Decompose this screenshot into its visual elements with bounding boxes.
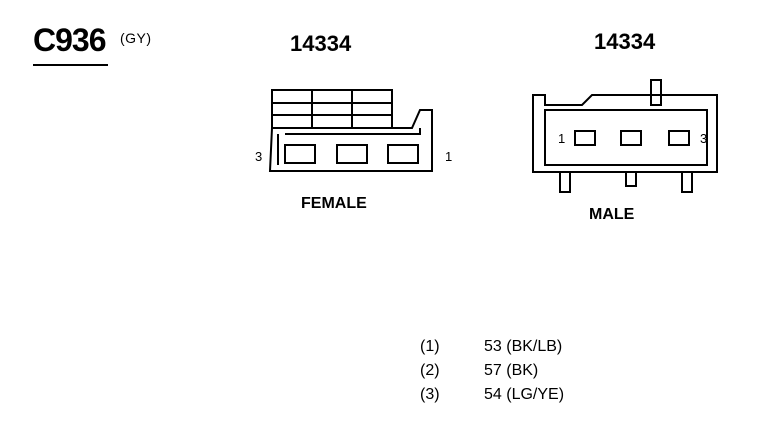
male-key-post bbox=[650, 79, 662, 106]
female-part-number: 14334 bbox=[290, 31, 352, 56]
pinout-circuit: 53 (BK/LB) bbox=[484, 338, 563, 355]
male-peg-left bbox=[559, 171, 571, 193]
male-housing-inner bbox=[544, 109, 708, 166]
pinout-row: (2) 57 (BK) bbox=[420, 359, 564, 383]
female-pin-label-left: 3 bbox=[255, 149, 263, 164]
connector-color-code: (GY) bbox=[120, 30, 152, 46]
female-label: FEMALE bbox=[301, 195, 367, 212]
pinout-circuit: 57 (BK) bbox=[484, 362, 539, 379]
female-housing bbox=[268, 109, 433, 172]
connector-id: C936 bbox=[33, 22, 106, 58]
male-peg-center bbox=[625, 171, 637, 187]
male-pin-label-right: 3 bbox=[700, 131, 708, 146]
female-cavity-2 bbox=[336, 144, 368, 164]
pinout-pin: (1) bbox=[420, 338, 440, 355]
connector-id-underline bbox=[33, 64, 108, 66]
female-latch-block bbox=[271, 89, 393, 129]
pinout-row: (3) 54 (LG/YE) bbox=[420, 383, 564, 407]
male-pin-label-left: 1 bbox=[558, 131, 566, 146]
male-part-number: 14334 bbox=[594, 29, 656, 54]
female-connector-drawing bbox=[268, 89, 433, 172]
pinout-row: (1) 53 (BK/LB) bbox=[420, 335, 564, 359]
pinout-pin: (3) bbox=[420, 386, 440, 403]
male-terminal-3 bbox=[668, 130, 690, 146]
female-cavity-1 bbox=[387, 144, 419, 164]
male-housing-outer bbox=[532, 94, 718, 173]
pinout-pin: (2) bbox=[420, 362, 440, 379]
male-label: MALE bbox=[589, 206, 635, 223]
male-terminal-2 bbox=[620, 130, 642, 146]
pinout-circuit: 54 (LG/YE) bbox=[484, 386, 565, 403]
female-pin-label-right: 1 bbox=[445, 149, 453, 164]
male-connector-drawing bbox=[532, 79, 718, 193]
pinout-table: (1) 53 (BK/LB) (2) 57 (BK) (3) 54 (LG/YE… bbox=[420, 335, 564, 407]
male-peg-right bbox=[681, 171, 693, 193]
female-cavity-3 bbox=[284, 144, 316, 164]
male-terminal-1 bbox=[574, 130, 596, 146]
